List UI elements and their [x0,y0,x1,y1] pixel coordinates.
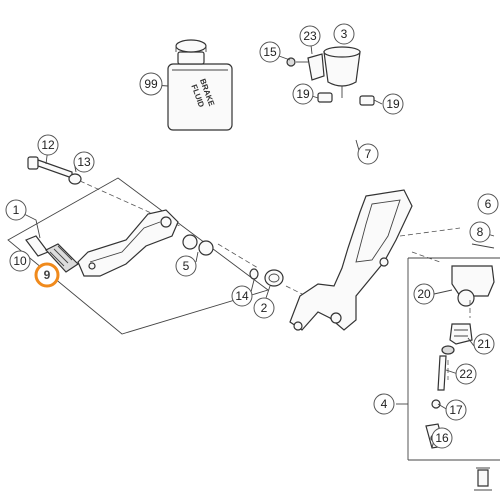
callout-number: 14 [235,289,249,303]
callout-number: 21 [477,337,491,351]
callout-ring [5,199,27,221]
leader-lines [15,35,475,449]
callout-14[interactable]: 14 [231,285,253,307]
return-spring [249,268,284,287]
callout-19-left[interactable]: 19 [292,83,314,105]
callout-number: 9 [44,268,51,282]
master-cylinder-frame [396,257,500,461]
callout-ring [431,427,453,449]
callout-number: 17 [449,403,463,417]
callout-number: 22 [459,367,473,381]
footrest-pin [25,235,79,273]
callout-12[interactable]: 12 [37,134,59,156]
callout-ring [231,285,253,307]
callout-8[interactable]: 8 [469,221,491,243]
callout-number: 13 [77,155,91,169]
callout-number: 23 [303,29,317,43]
brake-pedal-lever [77,209,179,277]
callout-13[interactable]: 13 [73,151,95,173]
callout-ring [357,143,379,165]
bushings [182,234,214,256]
callout-ring [299,25,321,47]
callout-number: 7 [365,147,372,161]
pedal-assembly-frame [7,177,269,335]
callout-ring [445,399,467,421]
callout-19-right[interactable]: 19 [382,93,404,115]
footrest-bracket [289,189,461,331]
callout-number: 8 [477,225,484,239]
brake-hose [302,92,375,186]
callout-ring [37,134,59,156]
callout-3[interactable]: 3 [333,23,355,45]
callout-16[interactable]: 16 [431,427,453,449]
callout-7[interactable]: 7 [357,143,379,165]
callout-ring [455,363,477,385]
callout-15[interactable]: 15 [259,41,281,63]
callout-number: 5 [183,259,190,273]
callout-4[interactable]: 4 [373,393,395,415]
callout-ring [413,283,435,305]
callout-number: 6 [485,197,492,211]
callout-ring [382,93,404,115]
callout-ring [292,83,314,105]
callout-ring [477,193,499,215]
callout-ring [259,41,281,63]
callout-number: 19 [386,97,400,111]
callout-10[interactable]: 10 [9,250,31,272]
callout-23[interactable]: 23 [299,25,321,47]
callout-ring [253,297,275,319]
callout-9[interactable]: 9 [34,262,60,288]
callout-number: 16 [435,431,449,445]
callout-ring [373,393,395,415]
callout-number: 10 [13,254,27,268]
callout-1[interactable]: 1 [5,199,27,221]
callout-number: 12 [41,138,55,152]
callout-99[interactable]: 99 [139,72,163,96]
callout-22[interactable]: 22 [455,363,477,385]
brake-fluid-bottle: BRAKE FLUID [167,39,233,131]
callout-number: 15 [263,45,277,59]
callout-ring [469,221,491,243]
callout-17[interactable]: 17 [445,399,467,421]
callout-number: 19 [296,87,310,101]
callout-number: 2 [261,301,268,315]
callout-number: 4 [381,397,388,411]
callout-number: 1 [13,203,20,217]
callout-21[interactable]: 21 [473,333,495,355]
brake-fluid-reservoir [286,46,361,98]
callout-ring [333,23,355,45]
callout-number: 3 [341,27,348,41]
callout-ring [73,151,95,173]
highlight-ring [34,262,60,288]
callout-5[interactable]: 5 [175,255,197,277]
callout-ring [175,255,197,277]
callout-ring [139,72,163,96]
callout-20[interactable]: 20 [413,283,435,305]
pivot-bolt-assembly [27,156,331,309]
callout-number: 20 [417,287,431,301]
callout-ring [473,333,495,355]
callout-6[interactable]: 6 [477,193,499,215]
callout-ring [9,250,31,272]
callout-2[interactable]: 2 [253,297,275,319]
callout-number: 99 [144,77,158,91]
